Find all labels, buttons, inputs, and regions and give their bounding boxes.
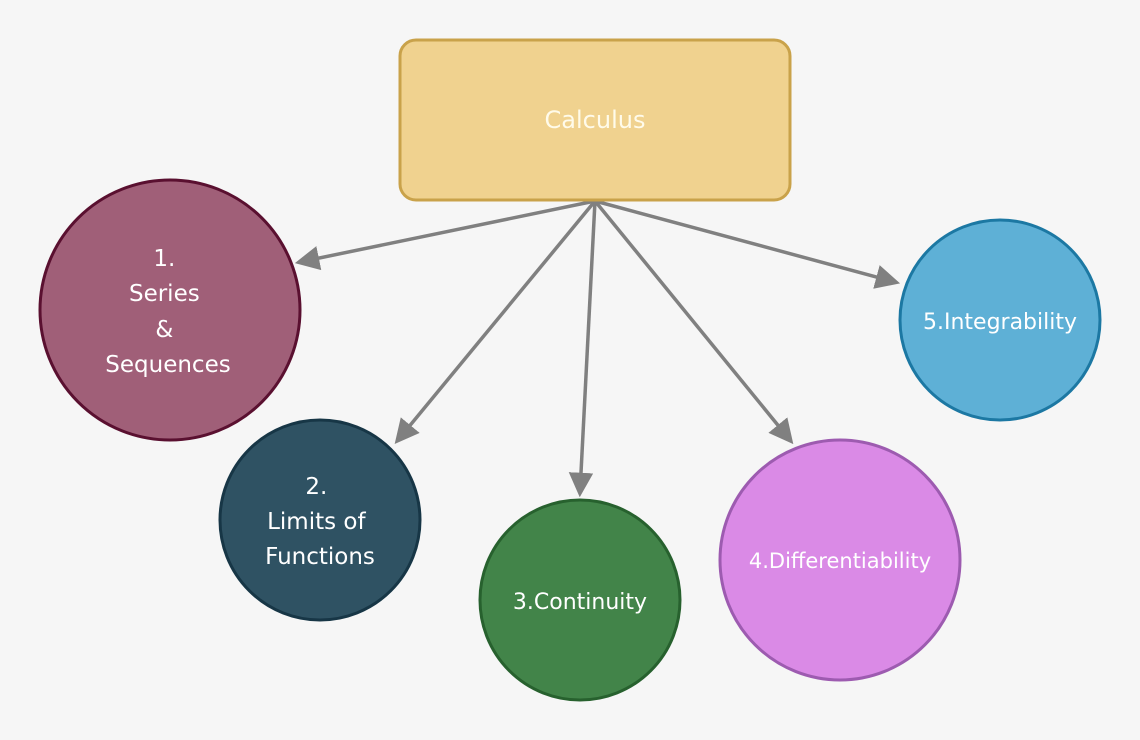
arrow-to-continuity: [568, 200, 597, 498]
node-circle[interactable]: [478, 498, 682, 702]
node-circle[interactable]: [218, 418, 422, 622]
node-label-line: &: [155, 317, 173, 343]
node-label-line: 3.Continuity: [513, 590, 647, 615]
arrow-to-limits: [394, 199, 597, 445]
node-circle[interactable]: [898, 218, 1102, 422]
node-label-line: Series: [129, 281, 200, 307]
arrow-to-series: [294, 199, 596, 271]
arrow-to-integrability: [594, 199, 901, 289]
node-label-line: Sequences: [105, 352, 230, 378]
node-label: 4.Differentiability: [749, 549, 931, 573]
node-label-line: 1.: [153, 246, 175, 272]
node-integrability[interactable]: 5.Integrability: [898, 218, 1102, 422]
node-series[interactable]: 1. Series & Sequences: [38, 178, 302, 442]
node-label: 1. Series & Sequences: [105, 246, 230, 378]
node-circle[interactable]: [38, 178, 302, 442]
root-label: Calculus: [545, 106, 646, 134]
node-limits[interactable]: 2. Limits of Functions: [218, 418, 422, 622]
node-label-line: 5.Integrability: [923, 310, 1077, 335]
node-label-line: Functions: [265, 544, 375, 570]
node-label-line: 2.: [305, 474, 327, 500]
node-continuity[interactable]: 3.Continuity: [478, 498, 682, 702]
node-label-line: Limits of: [267, 509, 366, 535]
connectors: [294, 199, 901, 498]
node-label: 3.Continuity: [513, 590, 647, 615]
arrow-to-differentiability: [593, 199, 794, 445]
node-circle[interactable]: [718, 438, 962, 682]
node-differentiability[interactable]: 4.Differentiability: [718, 438, 962, 682]
node-label: 2. Limits of Functions: [265, 474, 375, 570]
node-label: 5.Integrability: [923, 310, 1077, 335]
root-node[interactable]: Calculus: [398, 38, 792, 202]
node-label-line: 4.Differentiability: [749, 549, 931, 573]
root-box[interactable]: [398, 38, 792, 202]
